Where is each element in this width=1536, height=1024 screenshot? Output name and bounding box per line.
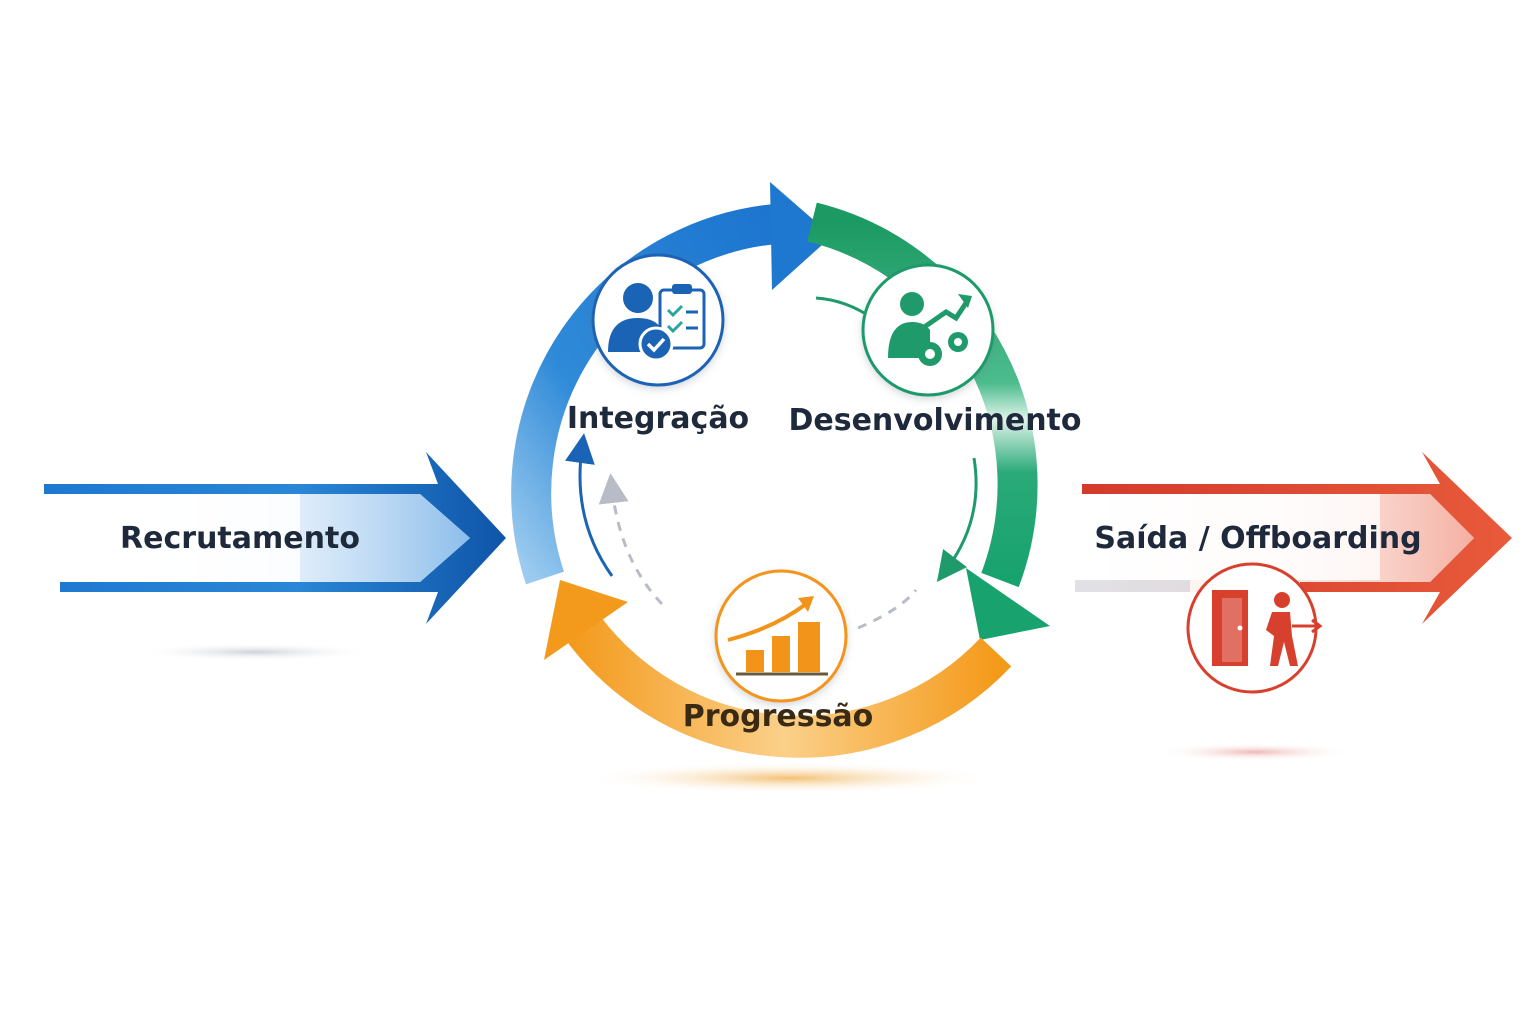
recruitment-arrow [44, 452, 506, 624]
bar-chart-growth-icon [727, 596, 828, 676]
exit-label: Saída / Offboarding [1094, 521, 1421, 556]
development-label: Desenvolvimento [788, 403, 1081, 438]
inner-dashed-right [857, 589, 918, 630]
exit-shadow [1155, 743, 1355, 761]
recruitment-label: Recrutamento [120, 521, 360, 556]
progression-arc [544, 580, 1012, 758]
recruitment-shadow [135, 643, 375, 661]
growth-gears-icon [888, 292, 972, 366]
inner-arrow-blue [565, 433, 614, 577]
exit-door-icon [1212, 590, 1323, 666]
integration-label: Integração [567, 401, 749, 436]
progression-label: Progressão [683, 699, 874, 734]
exit-badge [1186, 562, 1318, 694]
inner-dashed-left [598, 473, 664, 606]
integration-arc [511, 182, 832, 585]
cycle-shadow [580, 762, 1000, 794]
person-checklist-icon [608, 283, 706, 362]
inner-arrow-green [936, 457, 978, 582]
exit-arrow [1075, 452, 1512, 624]
